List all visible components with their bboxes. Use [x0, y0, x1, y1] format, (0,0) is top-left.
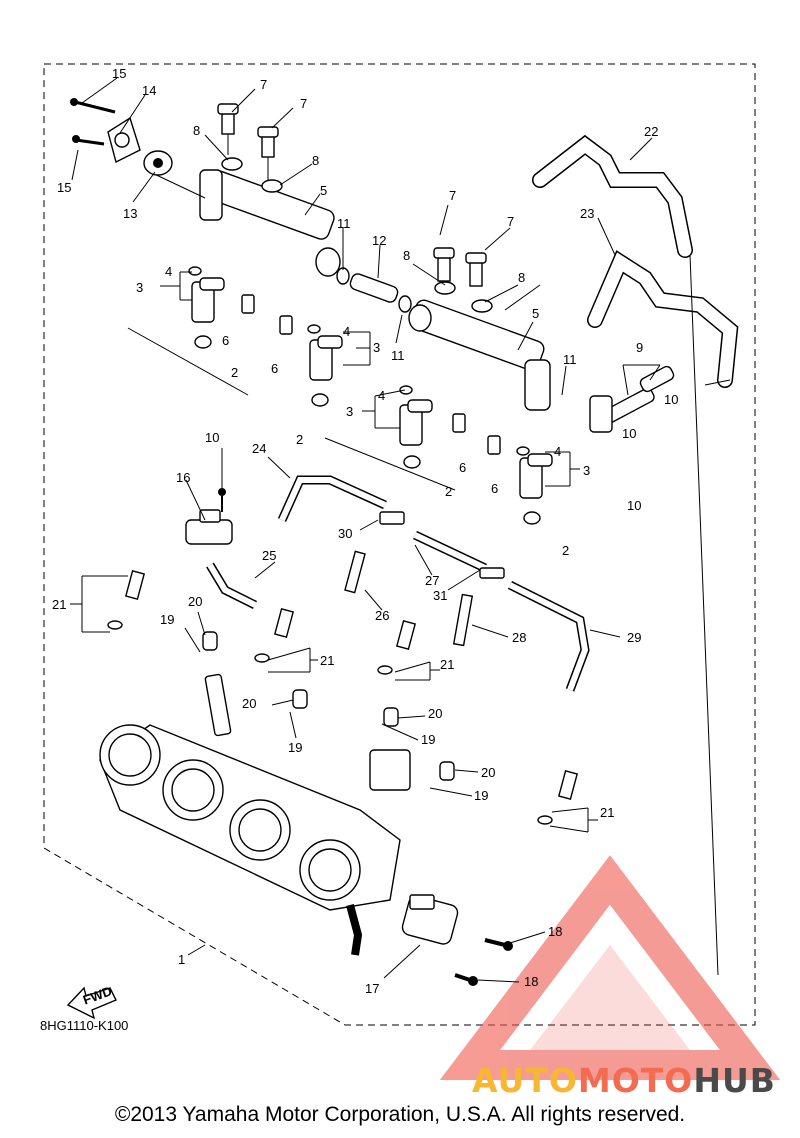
- callout: 26: [375, 608, 389, 623]
- callout: 10: [622, 426, 636, 441]
- callout: 28: [512, 630, 526, 645]
- callout: 29: [627, 630, 641, 645]
- callout: 6: [222, 333, 229, 348]
- callout: 3: [373, 340, 380, 355]
- callout: 9: [636, 340, 643, 355]
- callout: 6: [491, 481, 498, 496]
- callout: 14: [142, 83, 156, 98]
- screws-21: [107, 570, 579, 825]
- bolts-15: [70, 98, 116, 146]
- callout: 4: [343, 324, 350, 339]
- callout: 19: [160, 612, 174, 627]
- callout: 10: [664, 392, 678, 407]
- callout: 21: [52, 597, 66, 612]
- callout: 18: [524, 974, 538, 989]
- catalog-code: 8HG1110-K100: [40, 1018, 129, 1033]
- callout: 8: [518, 270, 525, 285]
- callout: 20: [428, 706, 442, 721]
- vacuum-hoses: [206, 475, 590, 692]
- callout: 24: [252, 441, 266, 456]
- rail-bolts-left: [217, 103, 283, 193]
- callout: 17: [365, 981, 379, 996]
- callout: 2: [296, 432, 303, 447]
- callout: 18: [548, 924, 562, 939]
- callout: 20: [188, 594, 202, 609]
- fwd-arrow-icon: FWD: [66, 983, 117, 1020]
- watermark-logo: [439, 855, 781, 1080]
- rail-joint: [336, 267, 412, 313]
- callout-numbers: 15 14 15 13 7 7 8 8 5 11 12 4 3 6 2 6 4 …: [52, 66, 678, 996]
- callout: 8: [312, 153, 319, 168]
- callout: 3: [136, 280, 143, 295]
- callout: 7: [300, 96, 307, 111]
- callout: 20: [481, 765, 495, 780]
- callout: 8: [403, 248, 410, 263]
- fuel-fitting: [589, 365, 675, 433]
- callout: 21: [600, 805, 614, 820]
- callout: 6: [459, 460, 466, 475]
- callout: 7: [507, 214, 514, 229]
- callout: 21: [320, 653, 334, 668]
- callout: 3: [346, 404, 353, 419]
- callout: 22: [644, 124, 658, 139]
- callout: 4: [554, 444, 561, 459]
- callout: 2: [445, 484, 452, 499]
- callout: 11: [563, 352, 577, 367]
- pressure-regulator: [107, 116, 173, 176]
- fuel-rail-left: [149, 169, 341, 277]
- callout: 20: [242, 696, 256, 711]
- callout: 15: [57, 180, 71, 195]
- intake-sensor: [185, 488, 233, 545]
- callout: 25: [262, 548, 276, 563]
- caps-20: [202, 631, 455, 781]
- callout: 2: [562, 543, 569, 558]
- callout: 7: [260, 77, 267, 92]
- hose-22: [532, 134, 693, 258]
- callout: 19: [288, 740, 302, 755]
- assembly-outline: [43, 63, 756, 1026]
- callout: 3: [583, 463, 590, 478]
- callout: 10: [627, 498, 641, 513]
- injectors: [191, 277, 553, 499]
- callout: 10: [205, 430, 219, 445]
- leader-lines: [70, 77, 731, 983]
- throttle-position-sensor: [401, 894, 513, 986]
- hose-23: [587, 250, 739, 388]
- callout: 11: [391, 348, 405, 363]
- callout: 30: [338, 526, 352, 541]
- callout: 2: [231, 365, 238, 380]
- seals-and-collars: [188, 266, 541, 525]
- callout: 1: [178, 952, 185, 967]
- callout: 12: [372, 233, 386, 248]
- callout: 15: [112, 66, 126, 81]
- callout: 4: [165, 264, 172, 279]
- callout: 13: [123, 206, 137, 221]
- callout: 19: [421, 732, 435, 747]
- callout: 23: [580, 206, 594, 221]
- callout: 21: [440, 657, 454, 672]
- callout: 4: [378, 388, 385, 403]
- callout: 6: [271, 361, 278, 376]
- watermark-text: AUTOMOTOHUB: [472, 1061, 776, 1100]
- callout: 8: [193, 123, 200, 138]
- callout: 27: [425, 573, 439, 588]
- fuel-rail-right: [408, 247, 551, 411]
- throttle-body-assembly: [99, 673, 411, 956]
- callout: 11: [337, 216, 351, 231]
- callout: 19: [474, 788, 488, 803]
- callout: 31: [433, 588, 447, 603]
- callout: 5: [320, 183, 327, 198]
- callout: 5: [532, 306, 539, 321]
- callout: 7: [449, 188, 456, 203]
- copyright-notice: ©2013 Yamaha Motor Corporation, U.S.A. A…: [114, 1103, 686, 1126]
- callout: 16: [176, 470, 190, 485]
